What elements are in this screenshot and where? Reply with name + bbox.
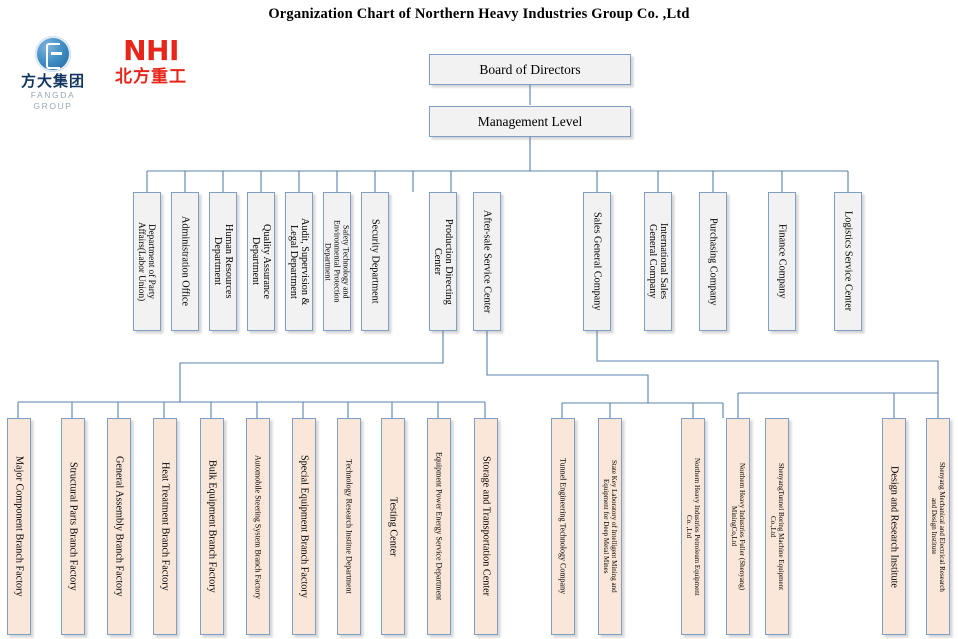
node-testing-center[interactable]: Testing Center <box>381 418 405 635</box>
nhi-logo-mark: NHI <box>123 34 179 67</box>
node-label: Heat Treatment Branch Factory <box>159 462 171 591</box>
node-technology-research-institue-department[interactable]: Technology Research Institue Department <box>337 418 361 635</box>
nhi-logo: NHI 北方重工 <box>102 36 200 88</box>
node-logistics-service-center[interactable]: Logistics Service Center <box>834 192 862 331</box>
node-label: Production Directing Center <box>432 218 454 305</box>
node-label: Security Department <box>369 219 381 304</box>
node-storage-and-transportation-center[interactable]: Storage and Transportation Center <box>474 418 498 635</box>
node-purchasing-company[interactable]: Purchasing Company <box>699 192 727 331</box>
logo-area: 方大集团 FANGDA GROUP NHI 北方重工 <box>10 36 200 112</box>
node-label: Automobile Steering System Branch Factor… <box>253 454 263 599</box>
node-label: Sales General Company <box>591 212 603 311</box>
node-label: Board of Directors <box>479 62 581 77</box>
fangda-logo-cn: 方大集团 <box>20 72 85 90</box>
node-label: Special Equipment Branch Factory <box>298 455 310 598</box>
node-label: Technology Research Institue Department <box>344 459 354 594</box>
node-security-department[interactable]: Security Department <box>361 192 389 331</box>
node-label: Logistics Service Center <box>842 211 854 312</box>
node-sales-general-company[interactable]: Sales General Company <box>583 192 611 331</box>
fangda-emblem-icon <box>35 36 71 72</box>
node-major-component-branch-factory[interactable]: Major Component Branch Factory <box>7 418 31 635</box>
node-safety-technology-environmental-protection-department[interactable]: Safety Technology and Environmental Prot… <box>323 192 351 331</box>
node-label: Tunnel Engineering Technology Company <box>558 458 568 595</box>
node-label: Finance Company <box>776 224 788 299</box>
node-label: Structural Parts Branch Factory <box>67 462 79 591</box>
node-general-assembly-branch-factory[interactable]: General Assembly Branch Factory <box>107 418 131 635</box>
connector-production-to-units <box>179 331 444 402</box>
node-tunnel-engineering-technology-company[interactable]: Tunnel Engineering Technology Company <box>551 418 575 635</box>
node-label: Audit, Supervision & Legal Department <box>288 217 310 306</box>
node-label: Design and Research Institute <box>888 465 900 588</box>
node-label: Purchasing Company <box>707 217 719 306</box>
node-label: Equipment Power Energy Service Departmen… <box>434 452 444 601</box>
node-department-party-affairs[interactable]: Department of Party Affairs(Labor Union) <box>133 192 161 331</box>
node-equipment-power-energy-service-department[interactable]: Equipment Power Energy Service Departmen… <box>427 418 451 635</box>
node-label: Storage and Transportation Center <box>480 456 492 597</box>
node-label: Major Component Branch Factory <box>13 456 25 597</box>
node-label: General Assembly Branch Factory <box>113 456 125 597</box>
node-label: State Key Laboratory of Intelligent Mini… <box>602 460 618 593</box>
node-design-and-research-institute[interactable]: Design and Research Institute <box>882 418 906 635</box>
node-quality-assurance-department[interactable]: Quality Assurance Department <box>247 192 275 331</box>
connector-aftersale-to-units <box>486 331 649 403</box>
node-label: Human Resources Department <box>212 224 234 299</box>
fangda-logo-en: FANGDA GROUP <box>30 90 76 111</box>
node-audit-supervision-legal-department[interactable]: Audit, Supervision & Legal Department <box>285 192 313 331</box>
node-label: ShenyangTunnel Boring Machine Equipment … <box>769 462 785 591</box>
node-after-sale-service-center[interactable]: After-sale Service Center <box>473 192 501 331</box>
page-title: Organization Chart of Northern Heavy Ind… <box>268 6 690 22</box>
node-bulk-equipment-branch-factory[interactable]: Bulk Equipment Branch Factory <box>200 418 224 635</box>
node-special-equipment-branch-factory[interactable]: Special Equipment Branch Factory <box>292 418 316 635</box>
node-production-directing-center[interactable]: Production Directing Center <box>429 192 457 331</box>
node-label: Administration Office <box>179 216 191 307</box>
node-board-of-directors[interactable]: Board of Directors <box>429 54 631 85</box>
node-label: Management Level <box>477 114 583 129</box>
node-finance-company[interactable]: Finance Company <box>768 192 796 331</box>
node-nhi-petroleum-equipment[interactable]: Northern Heavy Industries Petroleum Equi… <box>681 418 705 635</box>
node-international-sales-general-company[interactable]: International Sales General Company <box>644 192 672 331</box>
node-human-resources-department[interactable]: Human Resources Department <box>209 192 237 331</box>
node-label: After-sale Service Center <box>481 209 493 314</box>
node-label: Safety Technology and Environmental Prot… <box>323 220 351 303</box>
node-heat-treatment-branch-factory[interactable]: Heat Treatment Branch Factory <box>153 418 177 635</box>
node-label: International Sales General Company <box>647 223 669 300</box>
node-automobile-steering-system-branch-factory[interactable]: Automobile Steering System Branch Factor… <box>246 418 270 635</box>
node-label: Northern Heavy Industries Petroleum Equi… <box>685 457 701 596</box>
node-nhi-fuller-shenyang-mining[interactable]: Northern Heavy Industries Fuller (Shenya… <box>726 418 750 635</box>
node-state-key-laboratory-deep-metal-mines[interactable]: State Key Laboratory of Intelligent Mini… <box>598 418 622 635</box>
fangda-group-logo: 方大集团 FANGDA GROUP <box>10 36 96 112</box>
node-label: Department of Party Affairs(Labor Union) <box>137 221 157 302</box>
node-label: Shenyang Mechanical and Electrical Resea… <box>930 461 946 592</box>
node-label: Quality Assurance Department <box>250 224 272 299</box>
node-administration-office[interactable]: Administration Office <box>171 192 199 331</box>
node-label: Testing Center <box>387 496 399 557</box>
nhi-logo-cn: 北方重工 <box>115 67 187 87</box>
node-management-level[interactable]: Management Level <box>429 106 631 137</box>
node-shenyang-mechanical-electrical-research-design-institute[interactable]: Shenyang Mechanical and Electrical Resea… <box>926 418 950 635</box>
node-structural-parts-branch-factory[interactable]: Structural Parts Branch Factory <box>61 418 85 635</box>
connector-sales-to-units <box>596 331 939 393</box>
node-shenyang-tunnel-boring-machine-equipment[interactable]: ShenyangTunnel Boring Machine Equipment … <box>765 418 789 635</box>
node-label: Bulk Equipment Branch Factory <box>206 460 218 593</box>
node-label: Northern Heavy Industries Fuller (Shenya… <box>730 462 746 591</box>
